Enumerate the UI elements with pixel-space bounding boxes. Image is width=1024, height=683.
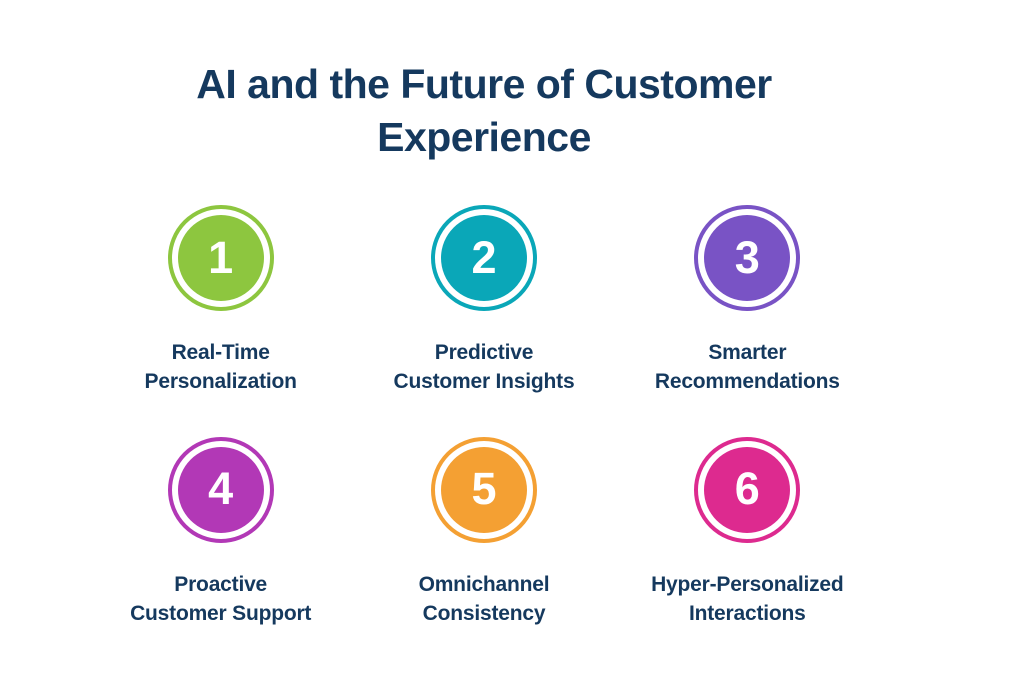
numbered-circle-2: 2 bbox=[430, 205, 537, 311]
numbered-circle-6: 6 bbox=[694, 436, 801, 543]
circle-number-1: 1 bbox=[177, 215, 264, 301]
page-title-line1: AI and the Future of Customer bbox=[196, 61, 772, 107]
numbered-circle-3: 3 bbox=[694, 205, 801, 311]
page-title-line2: Experience bbox=[377, 114, 591, 161]
circle-number-3: 3 bbox=[704, 215, 791, 301]
circle-number-6: 6 bbox=[704, 446, 791, 533]
circle-number-4: 4 bbox=[177, 446, 264, 533]
circle-number-5: 5 bbox=[440, 446, 527, 533]
numbered-circle-1: 1 bbox=[167, 205, 274, 311]
numbered-circle-4: 4 bbox=[167, 436, 274, 543]
circle-number-2: 2 bbox=[440, 215, 527, 301]
numbered-circle-5: 5 bbox=[430, 436, 537, 543]
